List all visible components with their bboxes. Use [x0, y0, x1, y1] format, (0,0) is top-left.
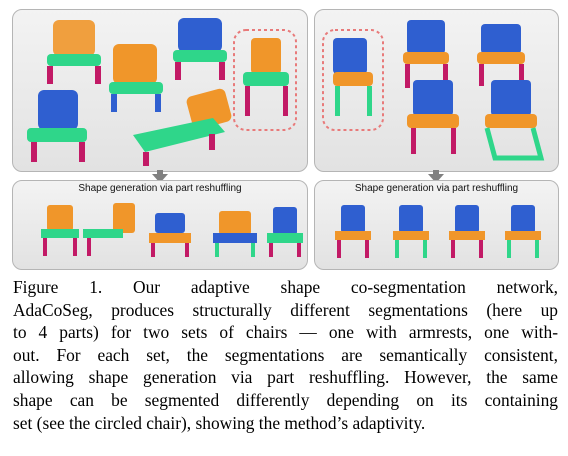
caption-line-6: shape can be segmented differently depen…	[13, 389, 558, 410]
chair-1	[47, 20, 101, 84]
down-arrow-left-icon	[152, 174, 168, 183]
chair-3	[109, 44, 163, 112]
generation-label-left: Shape generation via part reshuffling	[78, 183, 242, 194]
caption-line-4: out. For each set, the segmentations are…	[13, 344, 558, 365]
caption-line-2: AdaCoSeg, produces structurally differen…	[13, 299, 558, 320]
chair-2	[173, 18, 227, 80]
chair-set-with-armrests-panel	[12, 9, 308, 172]
circled-chair-right	[322, 29, 384, 131]
down-arrow-right-icon	[428, 174, 444, 183]
generation-label-right: Shape generation via part reshuffling	[354, 183, 519, 194]
caption-line-3: to 4 parts) for two sets of chairs — one…	[13, 322, 558, 343]
generated-shapes-left-panel: Shape generation via part reshuffling	[12, 180, 308, 270]
chair-4	[27, 90, 87, 162]
chair-7	[477, 24, 525, 86]
figure-caption: Figure 1. Our adaptive shape co-segmenta…	[13, 276, 558, 434]
caption-line-1: Figure 1. Our adaptive shape co-segmenta…	[13, 277, 558, 297]
generated-chairs-right	[335, 205, 541, 258]
generated-chairs-left	[41, 203, 303, 257]
down-arrow-left-stem	[157, 170, 163, 175]
generated-shapes-right-panel: Shape generation via part reshuffling	[314, 180, 559, 270]
down-arrow-right-stem	[433, 170, 439, 175]
chair-6	[403, 20, 449, 88]
chair-8	[407, 80, 459, 154]
chair-set-without-armrests-illustration	[322, 20, 545, 161]
caption-line-7: set (see the circled chair), showing the…	[13, 412, 426, 433]
chair-set-without-armrests-panel	[314, 9, 559, 172]
chair-5	[133, 88, 232, 166]
chair-9	[484, 80, 545, 161]
circled-chair	[233, 29, 297, 131]
caption-line-5: allowing shape generation via part reshu…	[13, 367, 558, 388]
chair-set-with-armrests-illustration	[27, 18, 297, 166]
